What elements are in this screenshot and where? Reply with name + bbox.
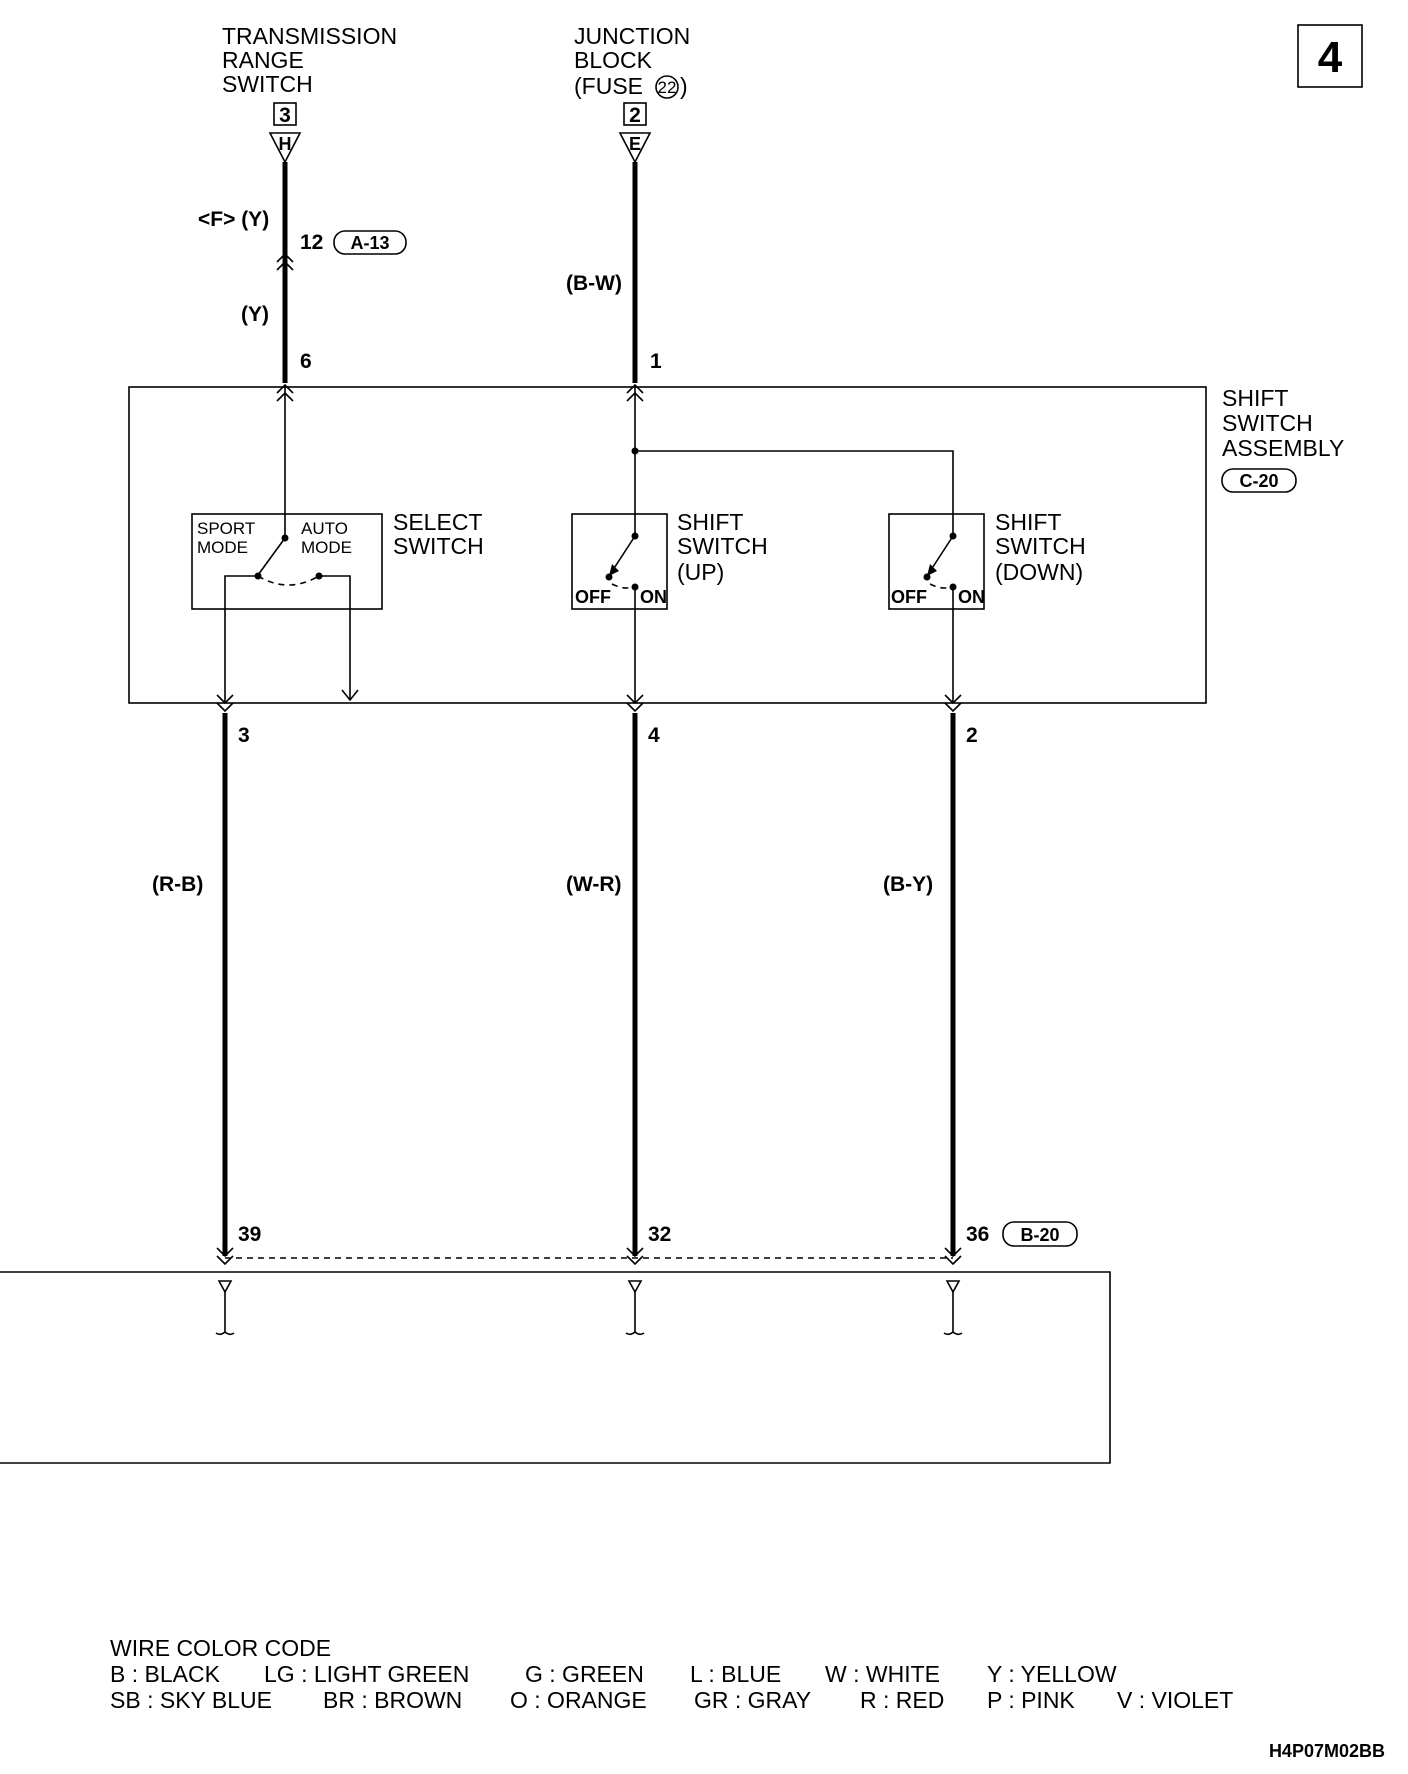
select-switch-blade xyxy=(257,537,286,576)
down-feed-line xyxy=(635,450,954,536)
pin-6: 6 xyxy=(300,350,312,373)
color-code-l: L : BLUE xyxy=(690,1661,781,1687)
shift-down-line2: SWITCH xyxy=(995,533,1086,559)
shift-up-box xyxy=(571,513,668,610)
select-switch-line1: SELECT xyxy=(393,509,482,535)
ssa-label-line1: SHIFT xyxy=(1222,385,1288,411)
trs-terminal-box xyxy=(273,102,297,126)
trs-connector-id-box xyxy=(333,230,407,255)
color-code-o: O : ORANGE xyxy=(510,1687,647,1713)
trs-terminal: 3 xyxy=(279,104,291,127)
fuse-number-circle xyxy=(655,75,679,99)
down-blade-arrow-icon xyxy=(927,564,937,576)
page-number-box xyxy=(1297,24,1363,88)
color-code-r: R : RED xyxy=(860,1687,944,1713)
down-off-label: OFF xyxy=(891,587,927,607)
down-on-label: ON xyxy=(958,587,985,607)
shift-up-line3: (UP) xyxy=(677,559,724,585)
color-code-y: Y : YELLOW xyxy=(987,1661,1117,1687)
trs-label-line2: RANGE xyxy=(222,47,304,73)
trs-connector-triangle xyxy=(268,132,302,164)
auto-mode-line1: AUTO xyxy=(301,519,348,538)
up-switch-link xyxy=(611,583,633,589)
jb-label-close-paren: ) xyxy=(680,73,688,99)
trs-lower-color: (Y) xyxy=(241,303,269,326)
jb-label-line2: BLOCK xyxy=(574,47,653,73)
shift-up-line1: SHIFT xyxy=(677,509,743,535)
select-switch-box xyxy=(191,513,383,610)
color-code-b: B : BLACK xyxy=(110,1661,221,1687)
lower-connector-id: B-20 xyxy=(1020,1225,1059,1245)
shift-down-line1: SHIFT xyxy=(995,509,1061,535)
lower-connector-id-box xyxy=(1002,1221,1078,1247)
page-number: 4 xyxy=(1318,33,1343,82)
up-off-label: OFF xyxy=(575,587,611,607)
jb-connector-triangle xyxy=(618,132,652,164)
pin-36: 36 xyxy=(966,1223,989,1246)
down-wire-color: (B-Y) xyxy=(883,873,933,896)
trs-label-line1: TRANSMISSION xyxy=(222,23,397,49)
trs-inline-connector-icon xyxy=(276,252,294,271)
jb-terminal: 2 xyxy=(629,104,641,127)
jb-color: (B-W) xyxy=(566,272,622,295)
pin-36-arrow-icon xyxy=(944,1247,962,1266)
pin-4: 4 xyxy=(648,724,660,747)
color-code-v: V : VIOLET xyxy=(1117,1687,1233,1713)
color-code-p: P : PINK xyxy=(987,1687,1075,1713)
sport-mode-line2: MODE xyxy=(197,538,248,557)
jb-connector-letter: E xyxy=(629,134,641,154)
pin-2-arrow-icon xyxy=(944,694,962,713)
select-wire-color: (R-B) xyxy=(152,873,203,896)
fuse-number: 22 xyxy=(658,78,677,97)
pin-4-arrow-icon xyxy=(626,694,644,713)
sport-mode-line1: SPORT xyxy=(197,519,255,538)
pin-32-arrow-icon xyxy=(626,1247,644,1266)
pin-39: 39 xyxy=(238,1223,261,1246)
up-blade-arrow-icon xyxy=(609,564,619,576)
trs-upper-color: <F> (Y) xyxy=(198,208,269,231)
pin-3: 3 xyxy=(238,724,250,747)
shift-switch-assembly-box xyxy=(128,386,1207,704)
pin-1: 1 xyxy=(650,350,662,373)
pin-32: 32 xyxy=(648,1223,671,1246)
wire-color-code-title: WIRE COLOR CODE xyxy=(110,1635,331,1661)
control-unit-input-icons xyxy=(215,1280,963,1336)
shift-up-line2: SWITCH xyxy=(677,533,768,559)
ssa-connector-id-box xyxy=(1221,468,1297,493)
trs-connector-letter: H xyxy=(279,134,292,154)
ssa-label-line2: SWITCH xyxy=(1222,410,1313,436)
color-code-sb: SB : SKY BLUE xyxy=(110,1687,272,1713)
control-unit-box xyxy=(0,1271,1111,1464)
select-switch-line2: SWITCH xyxy=(393,533,484,559)
up-off-contact xyxy=(605,573,613,581)
up-wire-color: (W-R) xyxy=(566,873,622,896)
jb-label-line3: (FUSE xyxy=(574,73,643,99)
shift-down-line3: (DOWN) xyxy=(995,559,1083,585)
jb-label-line1: JUNCTION xyxy=(574,23,690,49)
ssa-label-line3: ASSEMBLY xyxy=(1222,435,1344,461)
down-off-contact xyxy=(923,573,931,581)
shift-down-box xyxy=(888,513,985,610)
auto-mode-line2: MODE xyxy=(301,538,352,557)
figure-code: H4P07M02BB xyxy=(1269,1741,1385,1761)
trs-connector-pin: 12 xyxy=(300,231,323,254)
select-auto-line xyxy=(319,575,351,700)
jb-terminal-box xyxy=(623,102,647,126)
trs-label-line3: SWITCH xyxy=(222,71,313,97)
auto-mode-arrow-icon xyxy=(341,689,359,702)
ssa-connector-id: C-20 xyxy=(1239,471,1278,491)
color-code-lg: LG : LIGHT GREEN xyxy=(264,1661,469,1687)
trs-connector-id: A-13 xyxy=(350,233,389,253)
color-code-gr: GR : GRAY xyxy=(694,1687,811,1713)
select-sport-line xyxy=(224,575,258,703)
pin-3-arrow-icon xyxy=(216,694,234,713)
pin-2: 2 xyxy=(966,724,978,747)
down-switch-link xyxy=(929,583,951,589)
color-code-g: G : GREEN xyxy=(525,1661,644,1687)
color-code-w: W : WHITE xyxy=(825,1661,940,1687)
color-code-br: BR : BROWN xyxy=(323,1687,462,1713)
up-on-label: ON xyxy=(640,587,667,607)
select-switch-link xyxy=(257,575,320,586)
